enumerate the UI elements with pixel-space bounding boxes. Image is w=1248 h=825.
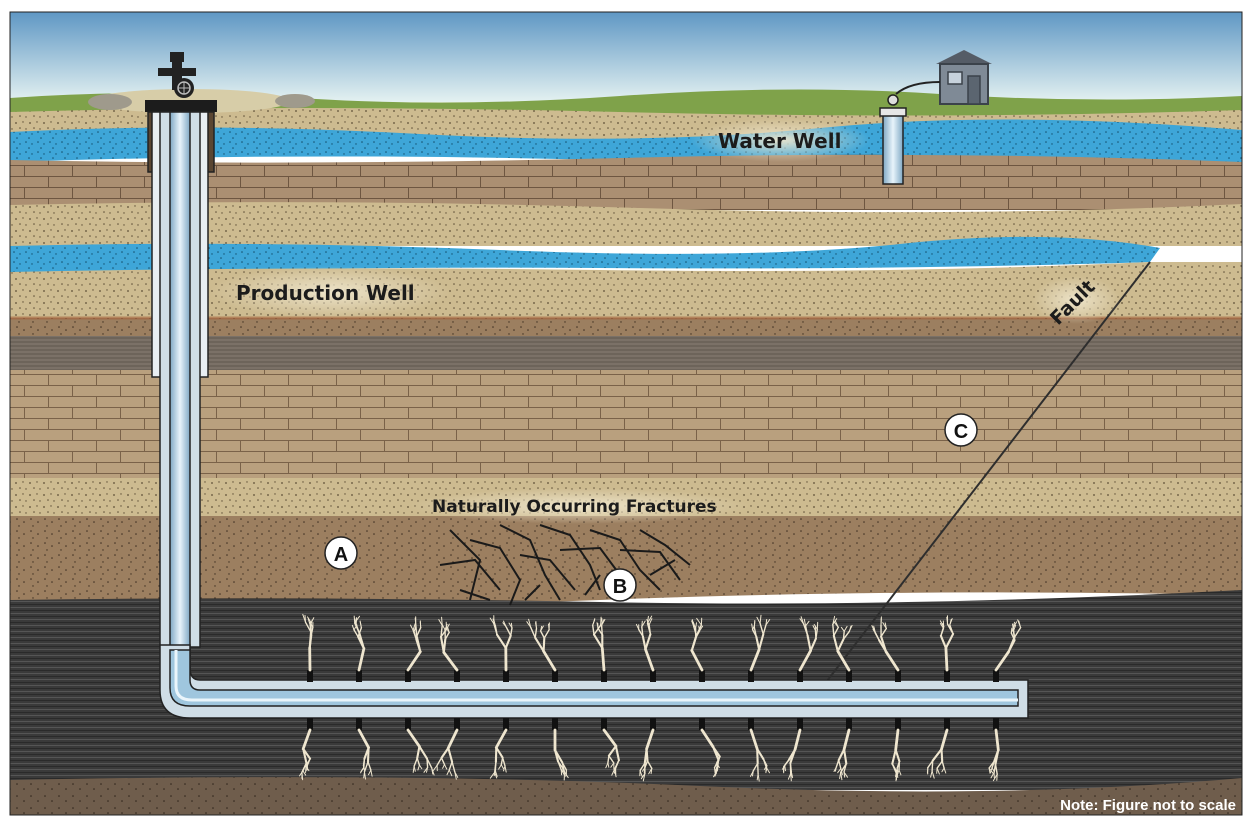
fracture-cluster-top-3 xyxy=(406,616,422,672)
perforation-bottom-14 xyxy=(944,718,950,730)
fracture-cluster-top-10 xyxy=(749,614,771,672)
sandstone-layer xyxy=(10,202,1242,246)
perforation-bottom-9 xyxy=(699,718,705,730)
fracture-cluster-bottom-5 xyxy=(489,728,508,779)
perforation-bottom-4 xyxy=(454,718,460,730)
marker-b-label: B xyxy=(613,576,627,598)
natural-fractures-label: Naturally Occurring Fractures xyxy=(432,497,717,517)
fracture-cluster-top-2 xyxy=(351,615,366,672)
fracture-cluster-top-14 xyxy=(939,615,955,672)
fracture-cluster-bottom-15 xyxy=(988,728,1000,782)
water-well-house xyxy=(895,50,992,105)
perforation-top-2 xyxy=(356,670,362,682)
fault-label-group: Fault xyxy=(1032,276,1120,330)
basement-layer xyxy=(10,777,1242,815)
grey-band xyxy=(10,336,1242,372)
fracture-cluster-bottom-9 xyxy=(700,728,721,778)
marker-b: B xyxy=(603,568,637,602)
perforation-bottom-12 xyxy=(846,718,852,730)
perforation-bottom-5 xyxy=(503,718,509,730)
fracture-cluster-bottom-3 xyxy=(406,728,435,776)
perforation-bottom-2 xyxy=(356,718,362,730)
perforation-bottom-1 xyxy=(307,718,313,730)
perforation-top-10 xyxy=(748,670,754,682)
perforation-bottom-8 xyxy=(650,718,656,730)
perforation-top-5 xyxy=(503,670,509,682)
thick-limestone xyxy=(10,370,1242,480)
perforation-top-8 xyxy=(650,670,656,682)
fracture-cluster-top-5 xyxy=(489,615,513,672)
production-well-label-group: Production Well xyxy=(210,266,450,318)
fracture-cluster-top-15 xyxy=(994,619,1022,672)
fracture-cluster-top-4 xyxy=(438,616,459,672)
wellhead xyxy=(145,52,217,112)
marker-c-label: C xyxy=(954,421,968,443)
limestone-layer xyxy=(10,154,1242,210)
natural-fractures-label-group: Naturally Occurring Fractures xyxy=(410,488,750,524)
hydraulic-fractures xyxy=(299,613,1022,782)
perforation-bottom-10 xyxy=(748,718,754,730)
water-well-label: Water Well xyxy=(718,129,841,153)
perforation-top-3 xyxy=(405,670,411,682)
fracture-cluster-top-12 xyxy=(832,615,853,672)
fracture-cluster-top-8 xyxy=(635,615,655,672)
natural-fracture-network xyxy=(439,524,691,606)
perforation-top-15 xyxy=(993,670,999,682)
fracture-cluster-bottom-7 xyxy=(602,728,620,778)
fracture-cluster-bottom-8 xyxy=(639,728,655,782)
fracture-cluster-top-7 xyxy=(592,616,606,672)
fracture-cluster-bottom-11 xyxy=(782,728,802,782)
perforation-bottom-6 xyxy=(552,718,558,730)
production-well-label: Production Well xyxy=(236,281,415,305)
cap-rock xyxy=(10,516,1242,607)
sky xyxy=(10,12,1242,102)
diagram-panel: Water Well Production Well Fault Natural… xyxy=(10,12,1242,815)
fracture-cluster-top-1 xyxy=(302,613,315,672)
perforation-top-14 xyxy=(944,670,950,682)
perforation-top-7 xyxy=(601,670,607,682)
perforation-bottom-7 xyxy=(601,718,607,730)
fracture-cluster-bottom-4 xyxy=(432,728,459,780)
marker-a: A xyxy=(324,536,358,570)
fracture-cluster-bottom-6 xyxy=(553,728,569,781)
scale-note: Note: Figure not to scale xyxy=(1060,797,1236,814)
fracture-cluster-top-9 xyxy=(690,617,704,672)
fracture-cluster-top-6 xyxy=(526,618,557,672)
fracture-cluster-bottom-12 xyxy=(833,728,851,781)
perforation-top-6 xyxy=(552,670,558,682)
fault-line xyxy=(819,261,1151,691)
perforation-top-12 xyxy=(846,670,852,682)
production-well-casing xyxy=(147,111,1029,719)
perforation-top-13 xyxy=(895,670,901,682)
perforation-bottom-13 xyxy=(895,718,901,730)
perforation-top-11 xyxy=(797,670,803,682)
fracture-cluster-bottom-14 xyxy=(926,728,949,779)
water-well-label-group: Water Well xyxy=(690,118,870,162)
perforation-bottom-3 xyxy=(405,718,411,730)
perforation-top-1 xyxy=(307,670,313,682)
fracture-cluster-top-13 xyxy=(871,616,900,672)
marker-a-label: A xyxy=(334,544,348,566)
marker-c: C xyxy=(944,413,978,447)
fracture-cluster-bottom-13 xyxy=(891,728,902,782)
brown-band xyxy=(10,318,1242,336)
perforation-top-9 xyxy=(699,670,705,682)
perforation-bottom-15 xyxy=(993,718,999,730)
perforations xyxy=(307,670,999,730)
fracture-cluster-top-11 xyxy=(798,616,819,672)
shallow-aquifer xyxy=(10,119,1242,165)
fracture-cluster-bottom-10 xyxy=(749,728,770,782)
perforation-top-4 xyxy=(454,670,460,682)
fracture-cluster-bottom-2 xyxy=(357,728,373,780)
perforation-bottom-11 xyxy=(797,718,803,730)
deep-aquifer xyxy=(10,236,1160,276)
water-well-casing xyxy=(879,94,907,185)
fracture-cluster-bottom-1 xyxy=(299,728,312,781)
